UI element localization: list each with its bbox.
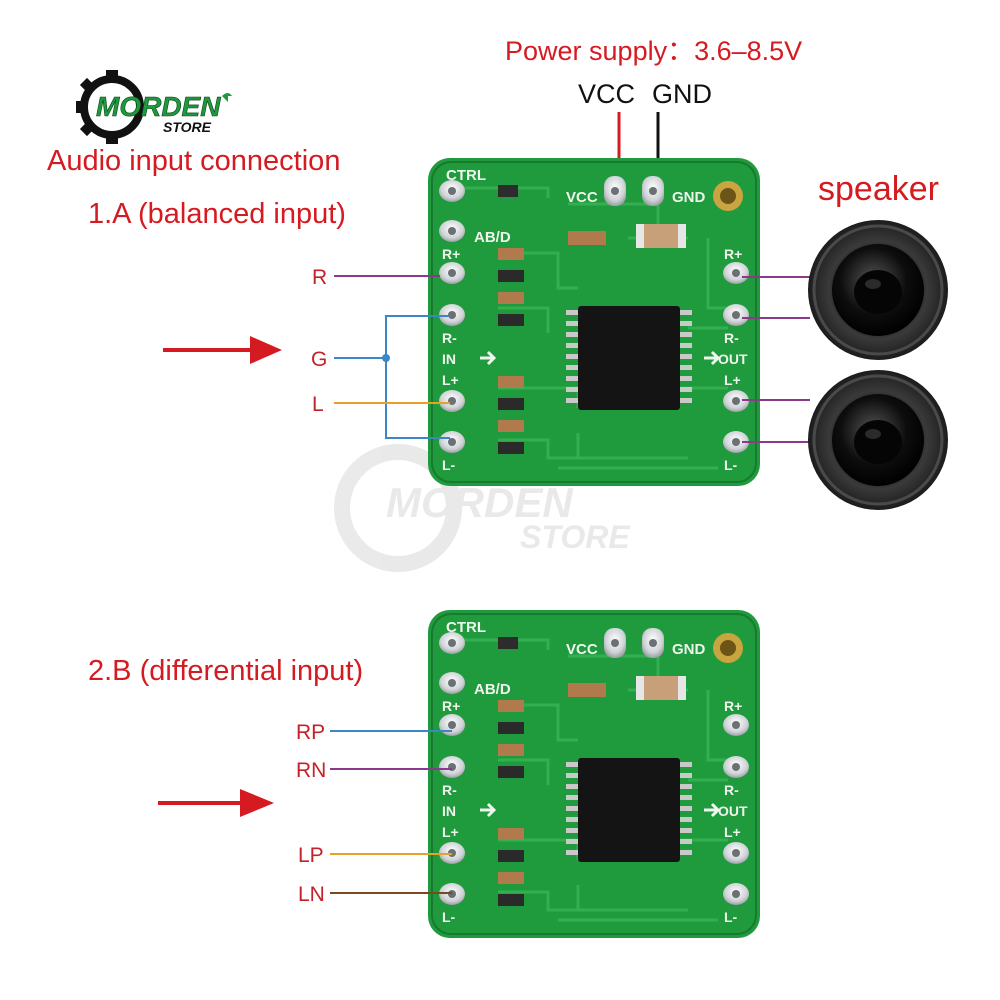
silk-r-minus-b: R- bbox=[442, 782, 457, 798]
section-b-wiring bbox=[330, 730, 452, 894]
section-b-title: 2.B (differential input) bbox=[88, 655, 363, 687]
speaker-wiring bbox=[742, 276, 810, 443]
silk-r-plus-out-b: R+ bbox=[724, 698, 742, 714]
silk-r-plus-out: R+ bbox=[724, 246, 742, 262]
brand-name: MORDEN bbox=[96, 91, 221, 122]
arrow-icon-b bbox=[158, 789, 274, 817]
amplifier-board-a: CTRL VCC GND AB/D R+ R- IN L+ L- R+ R- O… bbox=[426, 156, 762, 488]
speaker-label: speaker bbox=[818, 170, 939, 208]
silk-l-plus-out-b: L+ bbox=[724, 824, 741, 840]
pin-label-r: R bbox=[312, 266, 327, 289]
silk-l-minus-out-b: L- bbox=[724, 909, 738, 925]
speaker-icon-right bbox=[806, 218, 950, 362]
silk-l-plus-b: L+ bbox=[442, 824, 459, 840]
pin-label-lp: LP bbox=[298, 844, 324, 867]
silk-r-minus-out-b: R- bbox=[724, 782, 739, 798]
svg-text:STORE: STORE bbox=[520, 519, 631, 555]
section-a-title: 1.A (balanced input) bbox=[88, 198, 346, 230]
arrow-icon-a bbox=[163, 336, 282, 364]
silk-r-plus: R+ bbox=[442, 246, 460, 262]
pin-label-rn: RN bbox=[296, 759, 326, 782]
pin-label-l: L bbox=[312, 393, 324, 416]
silk-ctrl-b: CTRL bbox=[446, 619, 486, 636]
vcc-label: VCC bbox=[578, 79, 635, 109]
silk-abd-b: AB/D bbox=[474, 681, 511, 698]
pin-label-ln: LN bbox=[298, 883, 325, 906]
silk-gnd: GND bbox=[672, 189, 706, 206]
pin-label-rp: RP bbox=[296, 721, 325, 744]
silk-out: OUT bbox=[718, 351, 748, 367]
silk-in-b: IN bbox=[442, 803, 456, 819]
amplifier-board-b: CTRL VCC GND AB/D R+ R- IN L+ L- R+ R- O… bbox=[426, 608, 762, 940]
silk-ctrl: CTRL bbox=[446, 167, 486, 184]
silk-r-plus-b: R+ bbox=[442, 698, 460, 714]
gnd-label: GND bbox=[652, 79, 712, 109]
watermark-logo: MORDEN STORE bbox=[334, 444, 631, 572]
silk-r-minus: R- bbox=[442, 330, 457, 346]
brand-logo: MORDEN STORE bbox=[76, 70, 232, 144]
svg-text:MORDEN: MORDEN bbox=[386, 479, 574, 526]
silk-abd: AB/D bbox=[474, 229, 511, 246]
silk-l-plus: L+ bbox=[442, 372, 459, 388]
silk-l-minus-b: L- bbox=[442, 909, 456, 925]
silk-l-minus: L- bbox=[442, 457, 456, 473]
silk-l-plus-out: L+ bbox=[724, 372, 741, 388]
silk-r-minus-out: R- bbox=[724, 330, 739, 346]
brand-subtitle: STORE bbox=[163, 119, 212, 135]
silk-in: IN bbox=[442, 351, 456, 367]
speaker-icon-left bbox=[806, 368, 950, 512]
section-a-wiring bbox=[334, 275, 450, 439]
silk-gnd-b: GND bbox=[672, 641, 706, 658]
silk-vcc-b: VCC bbox=[566, 641, 598, 658]
power-supply-title: Power supply：3.6–8.5V bbox=[505, 36, 802, 66]
arrow-icon bbox=[222, 93, 232, 102]
silk-vcc: VCC bbox=[566, 189, 598, 206]
silk-l-minus-out: L- bbox=[724, 457, 738, 473]
silk-out-b: OUT bbox=[718, 803, 748, 819]
audio-input-heading: Audio input connection bbox=[47, 145, 340, 177]
pin-label-g: G bbox=[311, 348, 327, 371]
